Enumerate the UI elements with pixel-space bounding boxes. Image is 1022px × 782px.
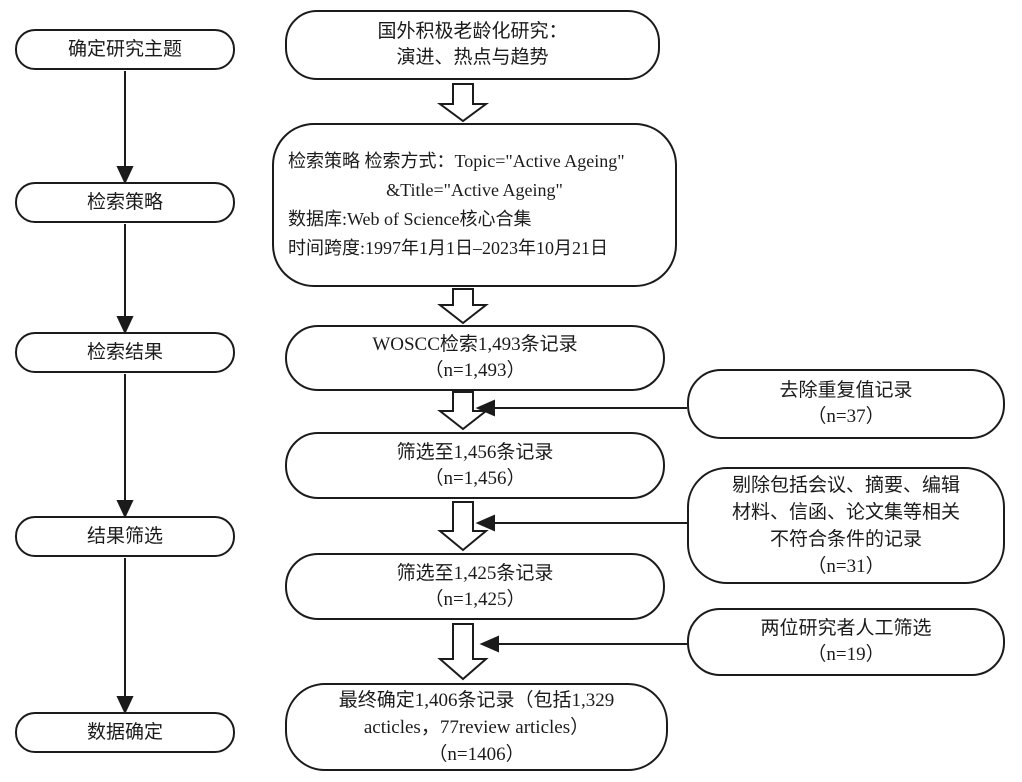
exclusion-node-ineligible-types: 剔除包括会议、摘要、编辑 材料、信函、论文集等相关 不符合条件的记录 （n=31… — [687, 467, 1005, 584]
merge-arrow-2 — [475, 514, 687, 532]
node-line: acticles，77review articles） — [363, 716, 590, 738]
node-line: 数据库:Web of Science核心合集 — [288, 209, 532, 229]
node-line: （n=1,493） — [424, 360, 526, 381]
node-line: 最终确定1,406条记录（包括1,329 — [338, 689, 615, 711]
block-arrow-1 — [436, 83, 490, 123]
stage-node-data-confirmed: 数据确定 — [15, 712, 235, 753]
stage-node-define-topic: 确定研究主题 — [15, 29, 235, 70]
node-line: （n=37） — [807, 406, 885, 427]
left-flow-arrow-3 — [116, 374, 134, 519]
node-line: 演进、热点与趋势 — [396, 47, 549, 68]
node-line: 去除重复值记录 — [779, 380, 913, 401]
merge-arrow-1 — [475, 399, 687, 417]
left-flow-arrow-1 — [116, 71, 134, 185]
node-line: 剔除包括会议、摘要、编辑 — [731, 474, 960, 496]
exclusion-node-manual-screening: 两位研究者人工筛选 （n=19） — [687, 608, 1005, 676]
node-line: 国外积极老龄化研究： — [377, 21, 568, 42]
stage-label: 结果筛选 — [86, 525, 163, 547]
node-line: 时间跨度:1997年1月1日–2023年10月21日 — [288, 238, 608, 258]
node-line: 材料、信函、论文集等相关 — [731, 501, 960, 523]
stage-node-search-strategy: 检索策略 — [15, 182, 235, 223]
node-line: （n=19） — [807, 644, 885, 665]
node-line: 筛选至1,456条记录 — [396, 441, 554, 463]
left-flow-arrow-2 — [116, 224, 134, 335]
flow-node-screened-1456: 筛选至1,456条记录 （n=1,456） — [285, 432, 665, 499]
node-line: （n=1,425） — [424, 588, 526, 610]
block-arrow-4 — [437, 501, 489, 552]
merge-arrow-3 — [479, 635, 687, 653]
flow-node-woscc-records: WOSCC检索1,493条记录 （n=1,493） — [285, 325, 665, 391]
block-arrow-2 — [437, 288, 489, 325]
node-line: 检索策略 检索方式：Topic="Active Ageing" — [288, 151, 625, 171]
node-line: 两位研究者人工筛选 — [760, 618, 932, 639]
stage-label: 数据确定 — [86, 721, 163, 743]
block-arrow-3 — [437, 391, 489, 431]
flow-node-research-title: 国外积极老龄化研究： 演进、热点与趋势 — [285, 10, 660, 80]
node-line: （n=31） — [807, 555, 885, 577]
stage-label: 检索策略 — [86, 191, 163, 213]
flow-node-screened-1425: 筛选至1,425条记录 （n=1,425） — [285, 553, 665, 620]
node-line: （n=1,456） — [424, 467, 526, 489]
left-flow-arrow-4 — [116, 558, 134, 715]
node-line: （n=1406） — [428, 743, 525, 765]
stage-label: 确定研究主题 — [67, 38, 182, 60]
flow-node-search-strategy-detail: 检索策略 检索方式：Topic="Active Ageing" &Title="… — [272, 123, 677, 287]
flow-node-final-1406: 最终确定1,406条记录（包括1,329 acticles，77review a… — [285, 683, 668, 771]
block-arrow-5 — [437, 623, 489, 681]
stage-node-result-screening: 结果筛选 — [15, 516, 235, 557]
exclusion-node-duplicates: 去除重复值记录 （n=37） — [687, 369, 1005, 439]
node-line: 不符合条件的记录 — [769, 528, 922, 550]
stage-node-search-results: 检索结果 — [15, 332, 235, 373]
node-line: &Title="Active Ageing" — [386, 180, 563, 200]
stage-label: 检索结果 — [86, 341, 163, 363]
node-line: 筛选至1,425条记录 — [396, 562, 554, 584]
node-line: WOSCC检索1,493条记录 — [372, 334, 578, 355]
